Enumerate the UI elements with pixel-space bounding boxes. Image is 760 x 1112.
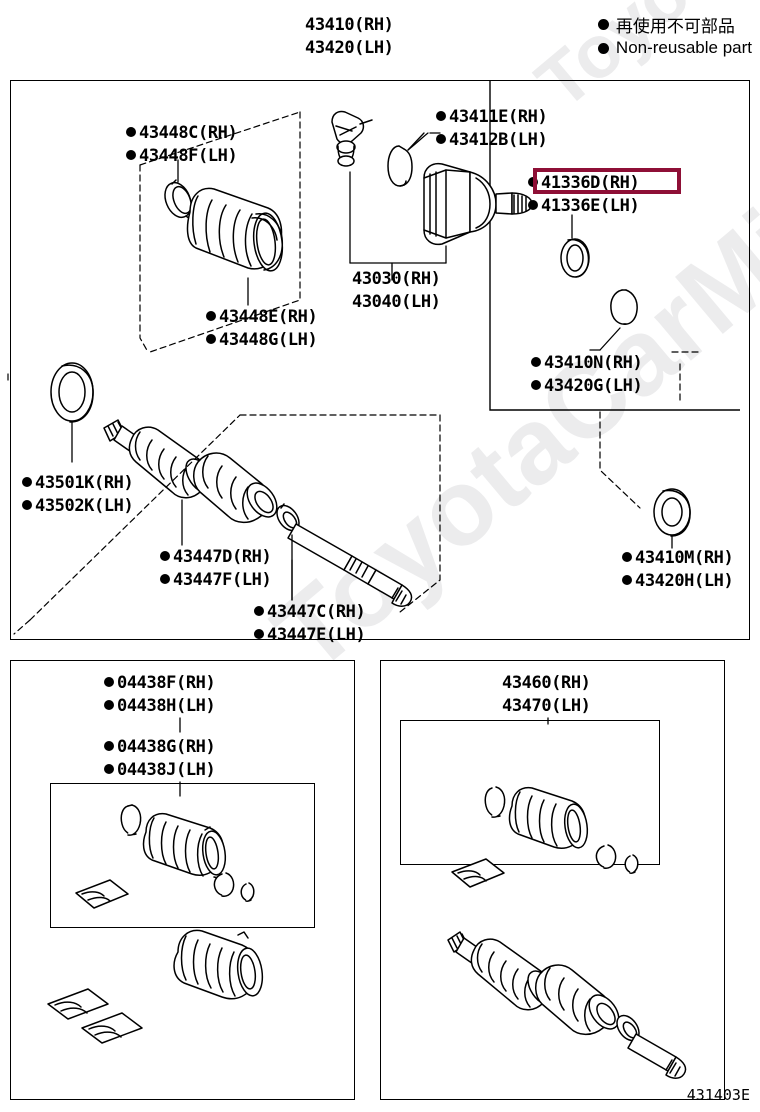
label-43030: 43030(RH) 43040(LH) <box>352 268 441 314</box>
label-43410-title: 43410(RH) 43420(LH) <box>305 14 394 60</box>
label-lh: 43448G(LH) <box>206 329 318 352</box>
non-reusable-dot-icon <box>436 134 446 144</box>
label-43410M: 43410M(RH) 43420H(LH) <box>622 547 734 593</box>
non-reusable-dot-icon <box>436 111 446 121</box>
label-rh: 43411E(RH) <box>436 106 548 129</box>
label-43448C: 43448C(RH) 43448F(LH) <box>126 122 238 168</box>
filled-circle-icon <box>597 42 609 54</box>
label-rh: 04438F(RH) <box>104 672 216 695</box>
non-reusable-dot-icon <box>622 575 632 585</box>
legend-label-en: Non-reusable part <box>615 38 752 57</box>
non-reusable-dot-icon <box>254 629 264 639</box>
label-43460: 43460(RH) 43470(LH) <box>502 672 591 718</box>
label-lh: 43420(LH) <box>305 38 394 58</box>
non-reusable-dot-icon <box>531 380 541 390</box>
non-reusable-dot-icon <box>22 477 32 487</box>
label-lh: 43412B(LH) <box>436 129 548 152</box>
legend-row-en: Non-reusable part <box>597 36 752 60</box>
label-rh: 43460(RH) <box>502 673 591 693</box>
label-lh: 43420H(LH) <box>622 570 734 593</box>
bottom-right-inner-frame <box>400 720 660 865</box>
label-lh: 43420G(LH) <box>531 375 643 398</box>
label-lh: 43447F(LH) <box>160 569 272 592</box>
label-rh: 43410N(RH) <box>531 352 643 375</box>
bottom-left-frame <box>10 660 355 1100</box>
non-reusable-dot-icon <box>531 357 541 367</box>
label-43448E: 43448E(RH) 43448G(LH) <box>206 306 318 352</box>
main-assembly-frame <box>10 80 750 640</box>
non-reusable-dot-icon <box>528 200 538 210</box>
label-04438G: 04438G(RH) 04438J(LH) <box>104 736 216 782</box>
label-rh: 43410M(RH) <box>622 547 734 570</box>
label-43410N: 43410N(RH) 43420G(LH) <box>531 352 643 398</box>
non-reusable-dot-icon <box>126 127 136 137</box>
label-rh: 43501K(RH) <box>22 472 134 495</box>
label-04438F: 04438F(RH) 04438H(LH) <box>104 672 216 718</box>
non-reusable-dot-icon <box>104 700 114 710</box>
label-lh: 43448F(LH) <box>126 145 238 168</box>
label-rh: 43448C(RH) <box>126 122 238 145</box>
label-lh: 43470(LH) <box>502 696 591 716</box>
non-reusable-dot-icon <box>206 311 216 321</box>
non-reusable-dot-icon <box>206 334 216 344</box>
non-reusable-dot-icon <box>160 574 170 584</box>
diagram-code: 431403E <box>686 1086 750 1104</box>
label-rh: 43447C(RH) <box>254 601 366 624</box>
label-43411E: 43411E(RH) 43412B(LH) <box>436 106 548 152</box>
filled-circle-icon <box>597 18 609 30</box>
label-lh: 04438H(LH) <box>104 695 216 718</box>
bottom-right-frame <box>380 660 725 1100</box>
bottom-left-inner-frame <box>50 783 315 928</box>
legend-label-jp: 再使用不可部品 <box>615 16 735 37</box>
label-lh: 04438J(LH) <box>104 759 216 782</box>
highlighted-part-box[interactable] <box>533 168 681 194</box>
label-43447C: 43447C(RH) 43447E(LH) <box>254 601 366 647</box>
non-reusable-dot-icon <box>22 500 32 510</box>
non-reusable-dot-icon <box>622 552 632 562</box>
label-rh: 43410(RH) <box>305 15 394 35</box>
non-reusable-dot-icon <box>160 551 170 561</box>
legend: 再使用不可部品 Non-reusable part <box>597 12 752 60</box>
label-rh: 43448E(RH) <box>206 306 318 329</box>
label-lh: 43447E(LH) <box>254 624 366 647</box>
label-lh: 43040(LH) <box>352 292 441 312</box>
non-reusable-dot-icon <box>104 764 114 774</box>
non-reusable-dot-icon <box>104 741 114 751</box>
label-43447D: 43447D(RH) 43447F(LH) <box>160 546 272 592</box>
label-rh: 04438G(RH) <box>104 736 216 759</box>
label-rh: 43447D(RH) <box>160 546 272 569</box>
non-reusable-dot-icon <box>254 606 264 616</box>
label-lh: 43502K(LH) <box>22 495 134 518</box>
label-rh: 43030(RH) <box>352 269 441 289</box>
non-reusable-dot-icon <box>104 677 114 687</box>
legend-row-jp: 再使用不可部品 <box>597 12 752 37</box>
label-lh: 41336E(LH) <box>528 195 640 218</box>
non-reusable-dot-icon <box>126 150 136 160</box>
label-43501K: 43501K(RH) 43502K(LH) <box>22 472 134 518</box>
